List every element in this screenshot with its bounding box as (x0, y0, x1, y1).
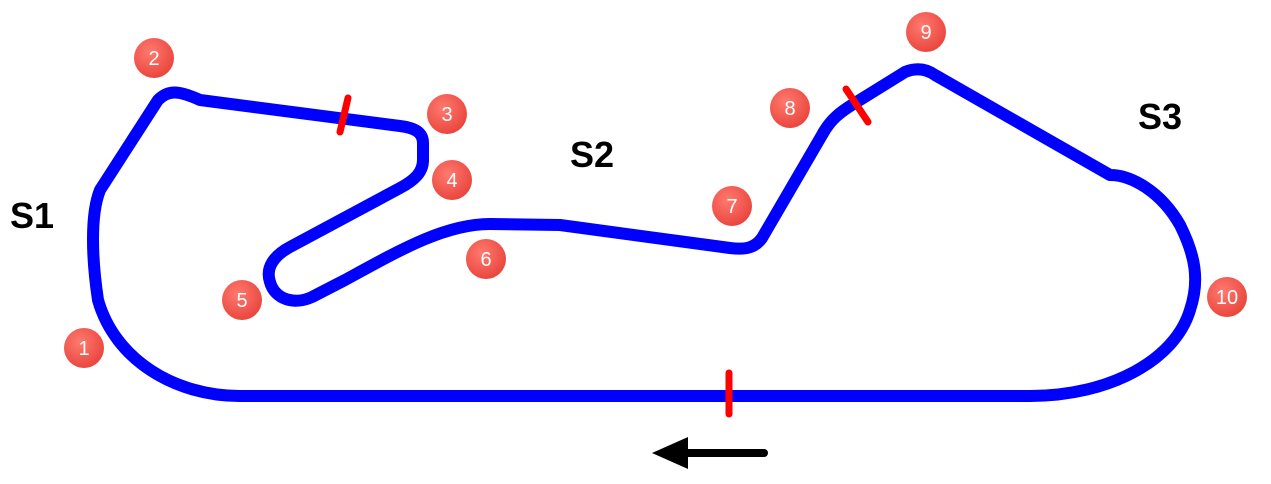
turn-badge-10: 10 (1207, 277, 1247, 317)
turn-badge-8: 8 (770, 88, 810, 128)
turn-badge-4: 4 (432, 160, 472, 200)
turn-number: 3 (441, 104, 452, 126)
turn-number: 5 (236, 290, 247, 312)
sector-label-s2: S2 (570, 134, 614, 175)
turn-number: 8 (784, 98, 795, 120)
sector-label-s3: S3 (1138, 96, 1182, 137)
sector-marker-s2-s3 (842, 85, 872, 126)
turn-badge-5: 5 (222, 280, 262, 320)
turn-number: 7 (726, 196, 737, 218)
turn-badge-7: 7 (712, 186, 752, 226)
sector-label-s1: S1 (10, 195, 54, 236)
turn-number: 2 (148, 48, 159, 70)
turn-number: 10 (1216, 287, 1238, 309)
turn-badge-6: 6 (466, 239, 506, 279)
turn-number: 9 (920, 22, 931, 44)
track-outline (87, 63, 1202, 402)
sector-marker-s1-s2 (336, 94, 352, 136)
turn-number: 1 (78, 338, 89, 360)
turn-number: 4 (446, 170, 457, 192)
turn-number: 6 (480, 249, 491, 271)
turn-badge-3: 3 (427, 94, 467, 134)
arrow-left-icon (652, 437, 768, 469)
turn-badge-1: 1 (64, 328, 104, 368)
turn-badge-9: 9 (906, 12, 946, 52)
turn-badge-2: 2 (134, 38, 174, 78)
